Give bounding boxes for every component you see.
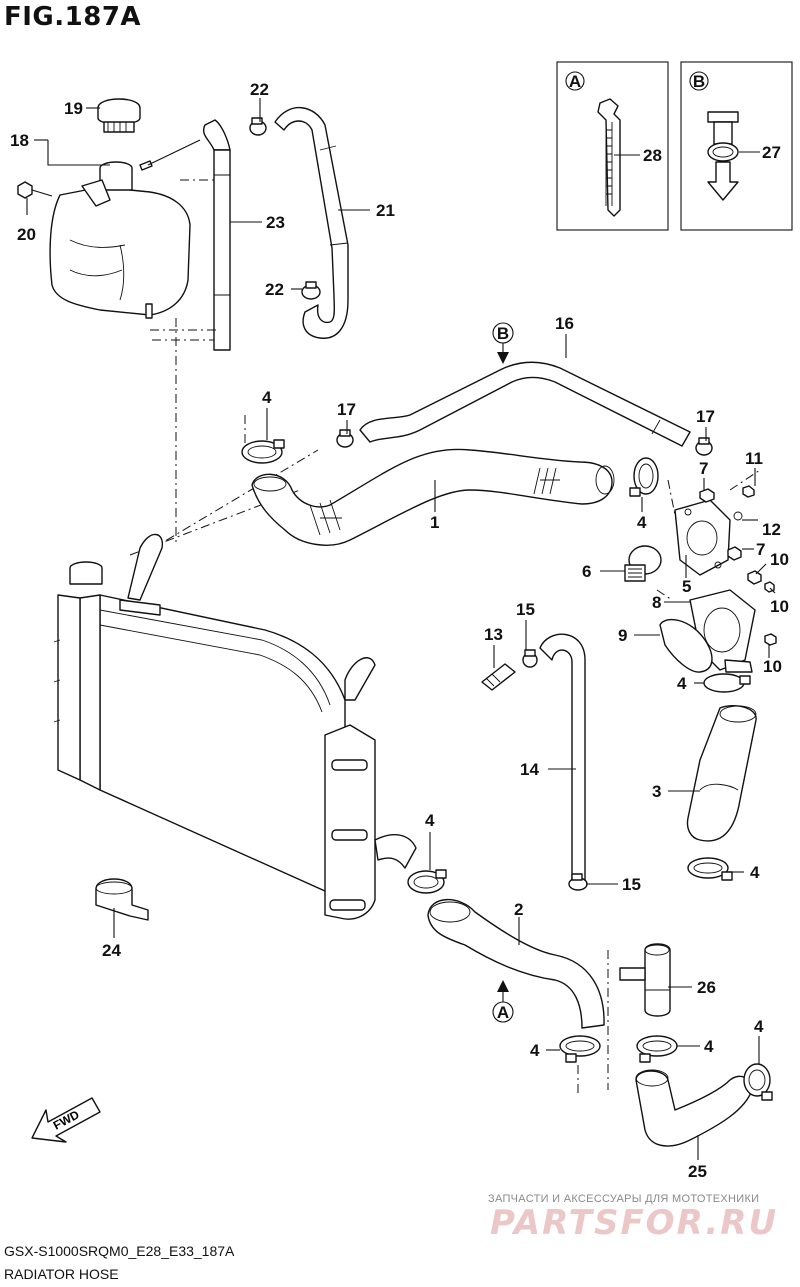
detail-view-a: A 28 — [556, 61, 669, 231]
callout-11: 11 — [745, 449, 763, 468]
callout-4-c: 4 — [677, 674, 687, 693]
callout-9: 9 — [618, 626, 627, 645]
fitting-13 — [481, 663, 516, 691]
callout-3: 3 — [652, 782, 661, 801]
callout-4-b: 4 — [637, 513, 647, 532]
hose-23 — [203, 119, 231, 351]
clamp-4-hose1-right — [629, 457, 659, 497]
detail-view-b: B 27 — [680, 61, 793, 231]
callout-22-top: 22 — [250, 80, 269, 99]
callout-16: 16 — [555, 314, 574, 333]
leader-lines — [26, 98, 776, 1160]
callout-13: 13 — [484, 625, 503, 644]
reservoir-cap — [97, 98, 141, 133]
callout-4-d: 4 — [750, 863, 760, 882]
hose-14 — [539, 633, 586, 881]
svg-text:A: A — [497, 1003, 509, 1022]
view-a-letter: A — [569, 72, 581, 91]
fwd-arrow: FWD — [31, 1097, 101, 1143]
callout-24: 24 — [102, 941, 121, 960]
hose-2 — [427, 898, 605, 1029]
callout-15-a: 15 — [516, 600, 535, 619]
clamp-24 — [95, 878, 149, 921]
callout-2: 2 — [514, 900, 523, 919]
callout-8: 8 — [652, 593, 661, 612]
hose-16 — [359, 361, 691, 447]
callout-6: 6 — [582, 562, 591, 581]
hose-1 — [251, 448, 615, 546]
callout-18: 18 — [10, 131, 29, 150]
clamp-4-hose2-bottom — [559, 1035, 601, 1063]
callout-4-g: 4 — [754, 1017, 764, 1036]
svg-text:B: B — [497, 324, 509, 343]
clip-band-28 — [597, 98, 621, 217]
bolt-20 — [17, 181, 53, 199]
figure-title: FIG.187A — [4, 2, 142, 32]
thermostat-housing-5 — [674, 499, 731, 576]
clamp-27 — [707, 111, 739, 201]
reservoir-tank — [49, 161, 191, 319]
callout-22-bottom: 22 — [265, 280, 284, 299]
callout-12: 12 — [762, 520, 781, 539]
clamp-4-hose3-bottom — [687, 857, 733, 881]
callout-numbers: 19 18 20 22 23 21 22 16 4 17 17 7 11 1 4… — [10, 80, 789, 1181]
callout-5: 5 — [682, 577, 691, 596]
clamp-4-hose3-top — [703, 673, 751, 693]
callout-4-a: 4 — [262, 388, 272, 407]
callout-28: 28 — [643, 146, 662, 165]
callout-27: 27 — [762, 143, 781, 162]
diagram-code: GSX-S1000SRQM0_E28_E33_187A — [4, 1243, 235, 1259]
clamp-4-hose2-top — [407, 869, 447, 894]
clamp-4-joint-bottom — [636, 1035, 678, 1063]
view-b-letter: B — [693, 72, 705, 91]
callout-10-c: 10 — [763, 657, 782, 676]
joint-26 — [619, 943, 671, 1017]
callout-14: 14 — [520, 760, 539, 779]
clamp-15-top — [522, 649, 538, 668]
callout-26: 26 — [697, 978, 716, 997]
callout-20: 20 — [17, 225, 36, 244]
clamp-4-hose1-left — [241, 439, 285, 464]
callout-1: 1 — [430, 513, 439, 532]
callout-21: 21 — [376, 201, 395, 220]
callout-4-f: 4 — [704, 1037, 714, 1056]
callout-23: 23 — [266, 213, 285, 232]
clamp-4-hose25 — [743, 1063, 773, 1101]
hose-3 — [686, 704, 757, 842]
callout-4-h: 4 — [425, 811, 435, 830]
clamp-22-bottom — [301, 281, 321, 300]
callout-15-b: 15 — [622, 875, 641, 894]
clamp-17-right — [695, 437, 713, 456]
callout-4-e: 4 — [530, 1041, 540, 1060]
watermark-subtitle: ЗАПЧАСТИ И АКСЕССУАРЫ ДЛЯ МОТОТЕХНИКИ — [488, 1193, 760, 1205]
clamp-22-top — [249, 117, 267, 136]
callout-7-a: 7 — [699, 459, 708, 478]
callout-10-a: 10 — [770, 550, 789, 569]
callout-19: 19 — [64, 99, 83, 118]
tank-nipple — [139, 160, 153, 171]
o-ring-9 — [659, 618, 713, 673]
radiator — [53, 533, 417, 920]
marker-a: A — [492, 980, 514, 1023]
watermark-logo: PARTSFOR.RU — [490, 1203, 779, 1243]
callout-10-b: 10 — [770, 597, 789, 616]
clamp-17-left — [336, 429, 354, 448]
callout-25: 25 — [688, 1162, 707, 1181]
callout-7-b: 7 — [756, 540, 765, 559]
diagram-name: RADIATOR HOSE — [4, 1266, 119, 1282]
hose-21 — [274, 106, 349, 339]
callout-17-b: 17 — [696, 407, 715, 426]
callout-17-a: 17 — [337, 400, 356, 419]
hose-25 — [635, 1069, 753, 1147]
thermostat-6 — [624, 545, 662, 582]
marker-b: B — [492, 322, 514, 364]
clamp-15-bottom — [568, 873, 588, 891]
bolts-7-10-11 — [699, 485, 777, 646]
